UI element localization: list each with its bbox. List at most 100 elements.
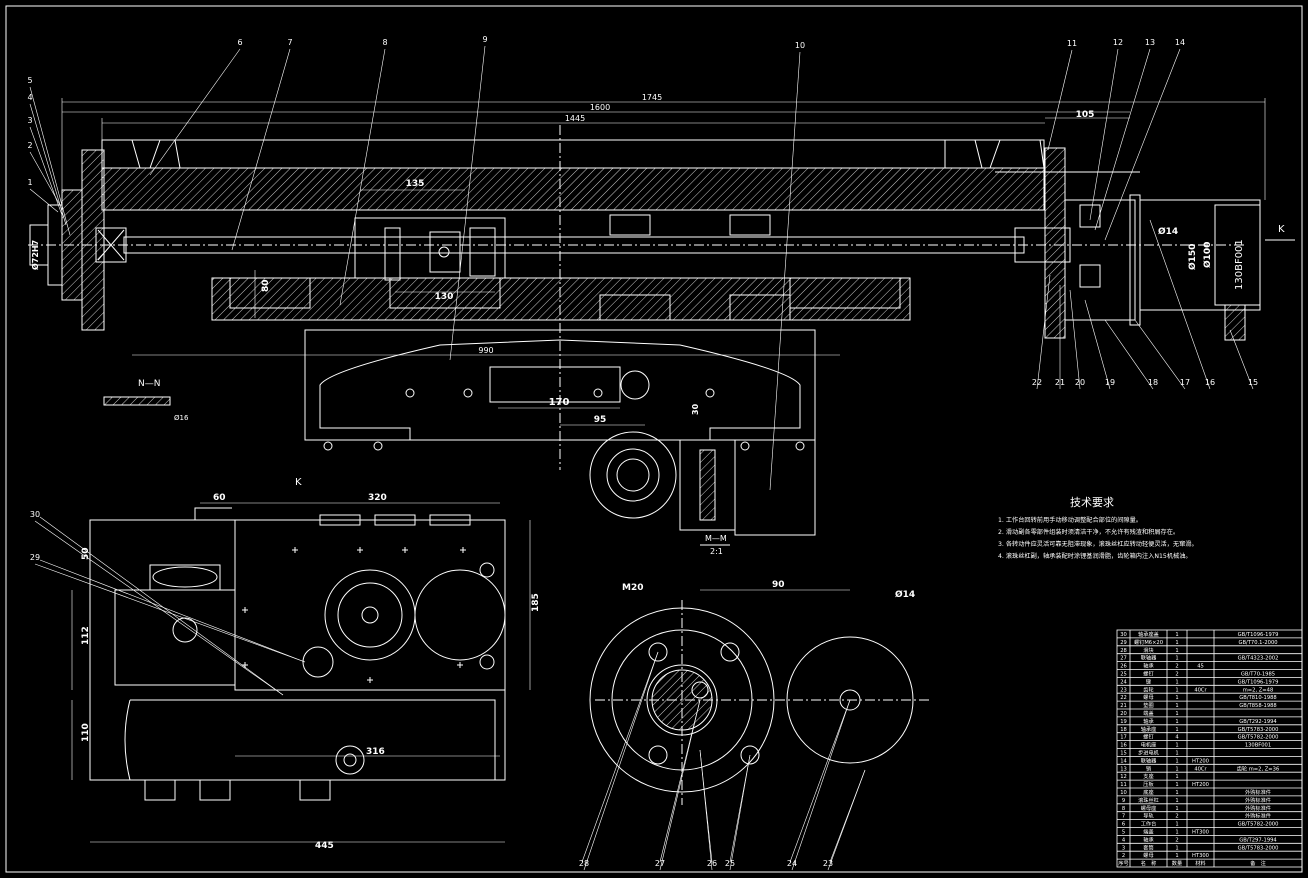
callout-23: 23 xyxy=(823,859,833,868)
title-block-name-cell: 名 称 xyxy=(1141,859,1157,867)
title-block-qty-cell: 1 xyxy=(1175,751,1178,757)
dim-112: 112 xyxy=(81,626,91,645)
callout-17: 17 xyxy=(1180,378,1190,387)
callout-leader-5 xyxy=(29,86,71,236)
dia-14a: Ø14 xyxy=(1158,226,1178,237)
title-block-std-cell: GB/T297-1994 xyxy=(1239,837,1277,843)
title-block-name-cell: 压板 xyxy=(1143,780,1154,788)
title-block-no-cell: 13 xyxy=(1120,766,1127,772)
title-block-no-cell: 21 xyxy=(1120,703,1127,709)
title-block-std-cell: GB/T5782-2000 xyxy=(1238,822,1279,828)
view-mm-scale: 2:1 xyxy=(710,547,723,556)
title-block-mat-cell: 40Cr xyxy=(1194,687,1207,693)
title-block-qty-cell: 1 xyxy=(1175,679,1178,685)
callout-24: 24 xyxy=(787,859,797,868)
title-block-qty-cell: 1 xyxy=(1175,656,1178,662)
callout-19: 19 xyxy=(1105,378,1115,387)
dia-100: Ø100 xyxy=(1202,242,1213,268)
title-block-std-cell: GB/T810-1988 xyxy=(1239,695,1276,701)
title-block-qty-cell: 1 xyxy=(1175,782,1178,788)
title-block-mat-cell: 材料 xyxy=(1195,859,1205,867)
title-block-qty-cell: 1 xyxy=(1175,703,1178,709)
callout-6: 6 xyxy=(237,38,242,47)
title-block-no-cell: 30 xyxy=(1120,632,1127,638)
title-block-name-cell: 螺母 xyxy=(1143,851,1153,859)
callout-14: 14 xyxy=(1175,38,1185,47)
callout-leader-7 xyxy=(231,48,291,251)
main-assembly-view: 1745 1600 1445 105 135 130 xyxy=(28,93,1295,556)
title-block-std-cell: GB/T70-1985 xyxy=(1241,672,1275,678)
callout-leader-1 xyxy=(29,188,59,213)
title-block-qty-cell: 2 xyxy=(1175,814,1178,820)
dim-316: 316 xyxy=(366,747,385,757)
title-block-name-cell: 螺钉M6×20 xyxy=(1134,638,1163,646)
dim-50: 50 xyxy=(81,547,91,560)
callout-leader-14 xyxy=(1104,48,1181,241)
title-block-std-cell: GB/T70.1-2000 xyxy=(1238,640,1277,646)
callout-leader-26 xyxy=(699,749,713,871)
title-block-no-cell: 20 xyxy=(1120,711,1127,717)
title-block-name-cell: 联轴器 xyxy=(1141,654,1157,662)
title-block-name-cell: 轴承 xyxy=(1143,835,1154,843)
callout-20: 20 xyxy=(1075,378,1085,387)
title-block-no-cell: 9 xyxy=(1122,798,1125,804)
title-block-std-cell: m=2, Z=48 xyxy=(1243,687,1274,693)
title-block-qty-cell: 1 xyxy=(1175,632,1178,638)
callout-leader-19 xyxy=(1084,299,1111,390)
title-block-std-cell: GB/T292-1994 xyxy=(1239,719,1277,725)
callout-25: 25 xyxy=(725,859,735,868)
callout-9: 9 xyxy=(482,35,487,44)
callout-8: 8 xyxy=(382,38,387,47)
title-block-no-cell: 4 xyxy=(1122,837,1126,843)
title-block-std-cell: 130BF001 xyxy=(1245,743,1271,749)
title-block-qty-cell: 1 xyxy=(1175,798,1178,804)
title-block-qty-cell: 1 xyxy=(1175,822,1178,828)
title-block-no-cell: 24 xyxy=(1120,679,1127,685)
dim-320: 320 xyxy=(368,493,387,503)
callout-29: 29 xyxy=(30,553,40,562)
title-block-name-cell: 底座 xyxy=(1143,788,1153,796)
title-block-std-cell: 外购标准件 xyxy=(1245,804,1271,812)
title-block-qty-cell: 1 xyxy=(1175,648,1178,654)
title-block-mat-cell: 45 xyxy=(1197,664,1204,670)
title-block-name-cell: 端盖 xyxy=(1143,709,1153,717)
callout-leader-16 xyxy=(1149,219,1211,390)
title-block-qty-cell: 1 xyxy=(1175,640,1178,646)
dim-185: 185 xyxy=(531,593,541,612)
tech-notes-title: 技术要求 xyxy=(1070,496,1114,509)
title-block-qty-cell: 2 xyxy=(1175,664,1178,670)
callout-leader-10 xyxy=(769,51,801,491)
title-block-std-cell: GB/T5783-2000 xyxy=(1238,845,1279,851)
title-block-no-cell: 14 xyxy=(1120,758,1127,764)
k-view: K 60 320 316 445 185 112 110 50 xyxy=(39,477,541,851)
title-block-name-cell: 螺钉 xyxy=(1143,670,1153,678)
callout-leader-18 xyxy=(1104,319,1154,390)
title-block-name-cell: 套筒 xyxy=(1143,843,1153,851)
title-block-name-cell: 轴承 xyxy=(1143,662,1154,670)
callout-3: 3 xyxy=(27,116,32,125)
title-block-no-cell: 26 xyxy=(1120,664,1127,670)
title-block-no-cell: 16 xyxy=(1120,743,1127,749)
callout-leader-25 xyxy=(729,754,751,871)
callout-2: 2 xyxy=(27,141,32,150)
title-block-no-cell: 2 xyxy=(1122,853,1125,859)
title-block-name-cell: 工作台 xyxy=(1141,820,1157,828)
dim-135: 135 xyxy=(406,179,425,189)
callout-13: 13 xyxy=(1145,38,1155,47)
title-block-name-cell: 轴承座 xyxy=(1141,725,1157,733)
callout-leader-30 xyxy=(34,520,284,696)
callout-22: 22 xyxy=(1032,378,1042,387)
title-block-qty-cell: 1 xyxy=(1175,806,1178,812)
callout-leader-8 xyxy=(339,48,386,306)
callout-leader-22 xyxy=(1036,274,1051,390)
dia-20: M20 xyxy=(622,583,643,593)
callout-leader-29 xyxy=(34,563,306,663)
dia-72: Ø72H7 xyxy=(30,240,40,270)
motor-label: 130BF001 xyxy=(1234,239,1245,290)
dim-990: 990 xyxy=(478,346,493,355)
callout-leader-23 xyxy=(827,769,866,871)
title-block-qty-cell: 4 xyxy=(1175,735,1179,741)
callout-leader-28 xyxy=(583,651,659,871)
tech-note-2: 2. 滑动副各零部件组装时须清洁干净，不允许有残渣和积屑存在。 xyxy=(998,528,1179,536)
callout-4: 4 xyxy=(27,93,32,102)
